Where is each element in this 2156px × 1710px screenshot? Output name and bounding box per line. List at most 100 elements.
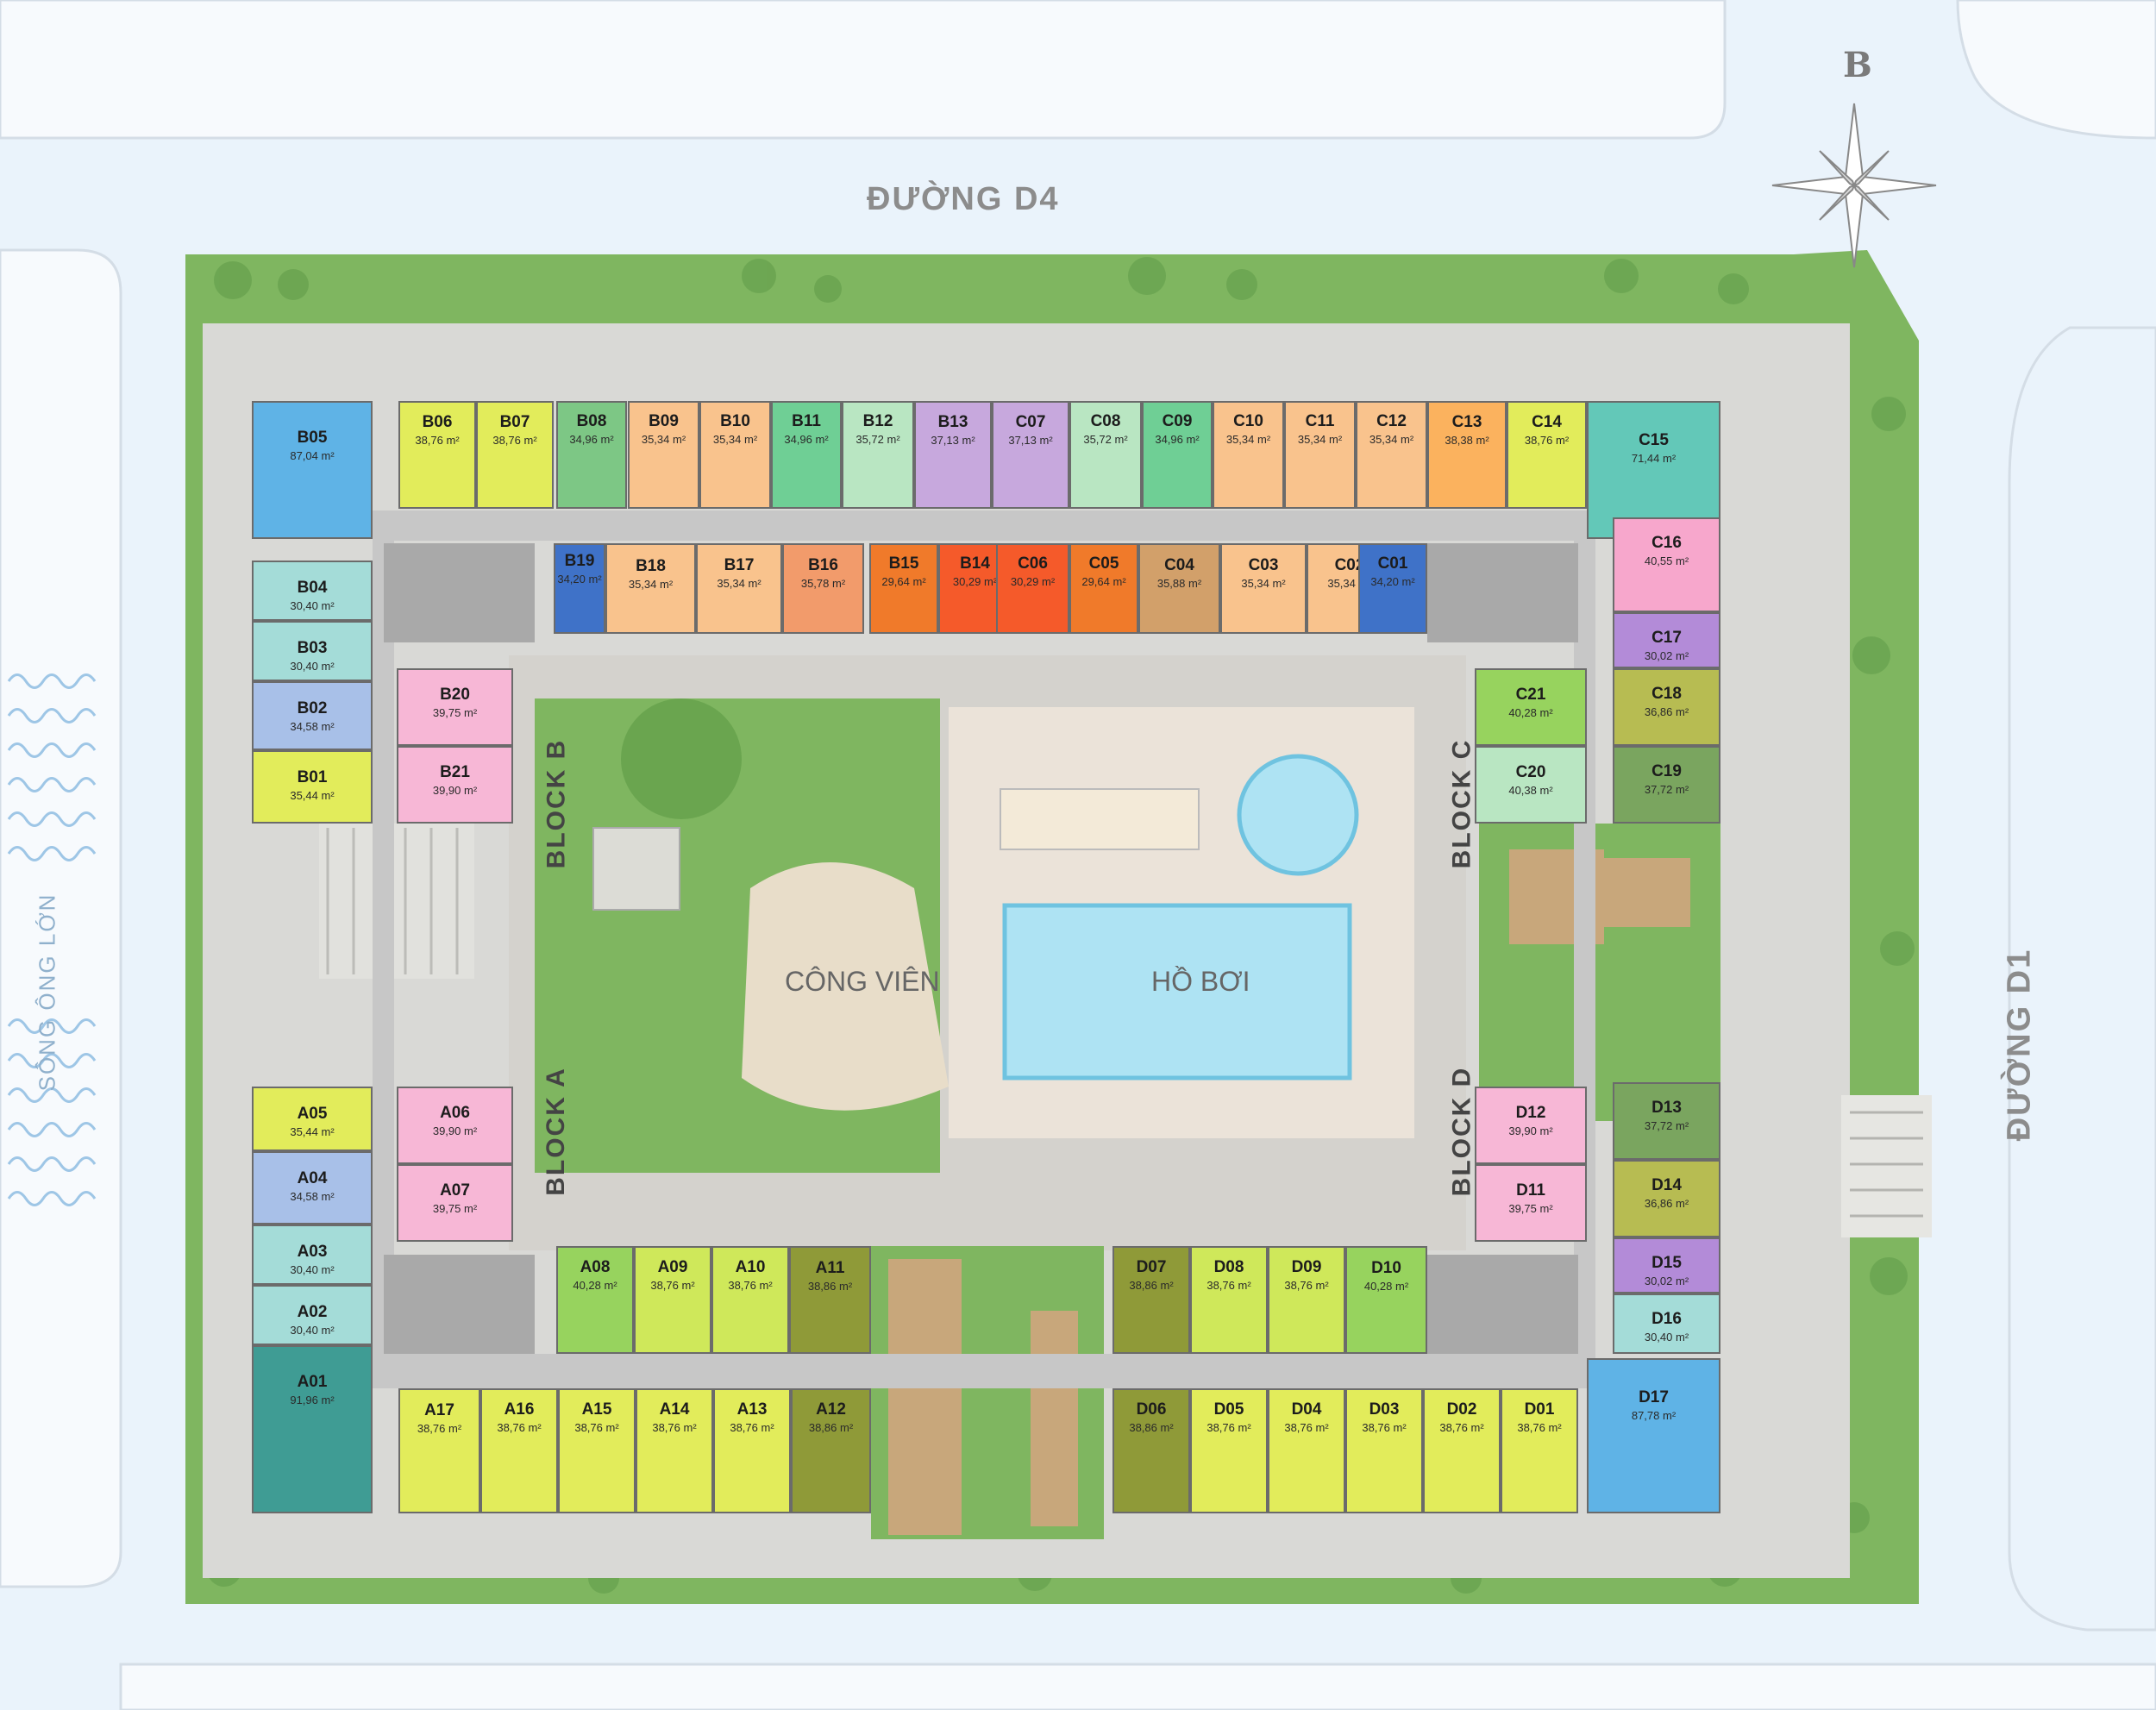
compass-north-letter: B <box>1843 45 1872 85</box>
unit-code: A01 <box>297 1372 328 1391</box>
unit-area: 40,38 m² <box>1508 783 1553 797</box>
unit-code: D05 <box>1213 1400 1244 1419</box>
unit-area: 35,34 m² <box>1241 577 1286 591</box>
unit-code: B12 <box>862 412 893 431</box>
unit-code: C13 <box>1451 413 1482 432</box>
unit-code: D15 <box>1651 1253 1682 1272</box>
unit-code: C01 <box>1377 554 1408 573</box>
unit-area: 39,75 m² <box>1508 1201 1553 1215</box>
unit-area: 87,04 m² <box>290 448 335 462</box>
unit-area: 37,13 m² <box>1008 434 1053 448</box>
unit-code: C16 <box>1651 533 1682 552</box>
unit-code: C09 <box>1162 411 1193 430</box>
unit-area: 39,90 m² <box>432 1124 478 1138</box>
unit-area: 38,76 m² <box>1524 434 1570 448</box>
unit-area: 30,40 m² <box>290 660 335 673</box>
unit-code: C18 <box>1651 684 1682 703</box>
unit-area: 36,86 m² <box>1644 705 1689 718</box>
unit-code: B17 <box>724 556 755 575</box>
unit-code: A10 <box>735 1258 766 1277</box>
unit-code: D07 <box>1136 1258 1167 1277</box>
unit-code: B18 <box>636 557 666 576</box>
unit-c18[interactable]: C18 36,86 m² <box>1613 668 1720 746</box>
unit-area: 30,29 m² <box>952 575 998 589</box>
unit-area: 38,76 m² <box>650 1279 695 1293</box>
unit-code: A02 <box>297 1303 328 1322</box>
